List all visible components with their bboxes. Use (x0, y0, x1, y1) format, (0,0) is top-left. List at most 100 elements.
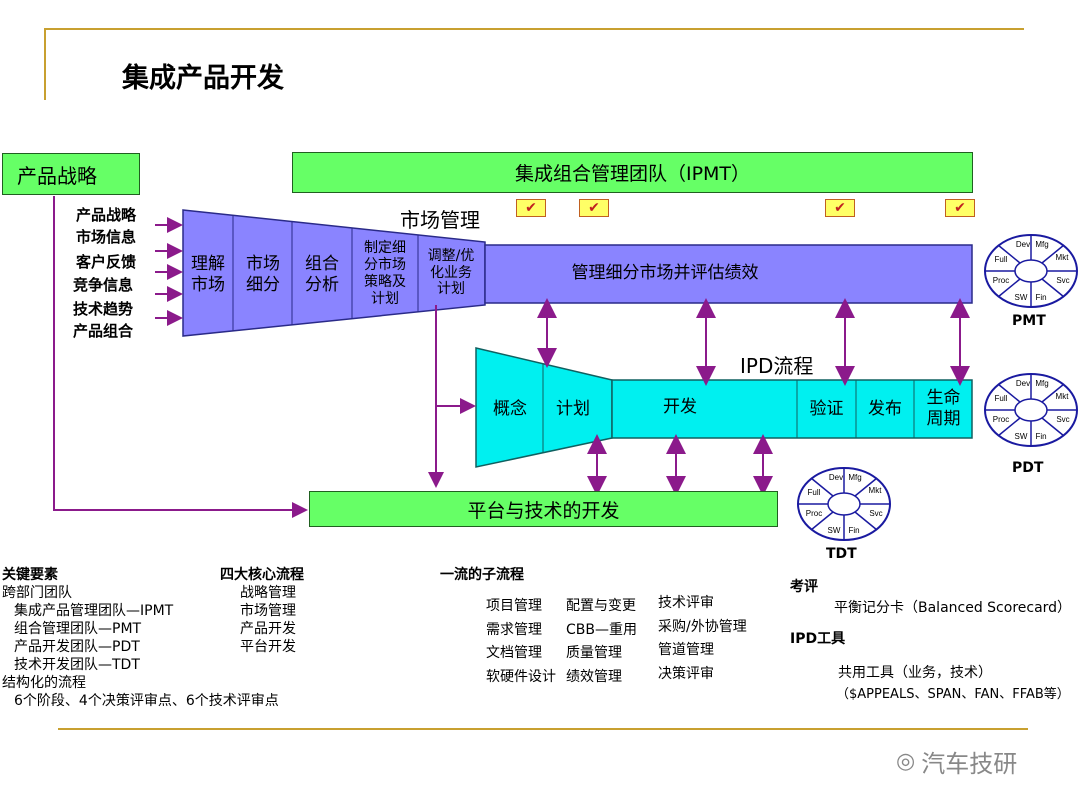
ipd-tools-line: 共用工具（业务，技术） (838, 665, 992, 681)
core-processes-section: 四大核心流程 战略管理 市场管理 产品开发 平台开发 (220, 566, 304, 656)
sub-process-item: 需求管理 (486, 621, 542, 638)
segment-label: Dev (829, 473, 843, 482)
left-rule (44, 28, 46, 100)
input-label: 产品组合 (73, 322, 134, 340)
ipd-step-release: 发布 (868, 399, 902, 420)
segment-label: Full (995, 255, 1008, 264)
ipd-process-label: IPD流程 (740, 354, 814, 378)
segment-label: SW (828, 526, 841, 535)
key-elements-line: 6个阶段、4个决策评审点、6个技术评审点 (14, 693, 279, 709)
market-step-optimize: 调整/优 化业务 计划 (427, 247, 475, 298)
market-step-portfolio: 组合 分析 (305, 253, 339, 295)
key-elements-section: 关键要素 跨部门团队 集成产品管理团队—IPMT 组合管理团队—PMT 产品开发… (2, 566, 279, 710)
wechat-icon: ◎ (896, 749, 916, 774)
product-strategy-box: 产品战略 (2, 153, 140, 195)
segment-label: Dev (1016, 379, 1030, 388)
key-elements-line: 产品开发团队—PDT (14, 639, 140, 655)
sub-process-item: 质量管理 (566, 645, 622, 661)
sub-process-item: CBB—重用 (566, 621, 637, 638)
input-label: 竞争信息 (73, 276, 134, 294)
segment-label: Svc (1056, 276, 1069, 285)
segment-label: Fin (1035, 293, 1046, 302)
input-label: 产品战略 (76, 206, 137, 224)
ipd-tools-line: （$APPEALS、SPAN、FAN、FFAB等） (836, 687, 1070, 702)
input-label: 技术趋势 (73, 300, 134, 318)
segment-label: Svc (869, 509, 882, 518)
sub-process-item: 配置与变更 (566, 598, 636, 614)
ipd-step-plan: 计划 (556, 399, 590, 420)
core-processes-heading: 四大核心流程 (220, 567, 304, 583)
decision-check-2: ✔ (579, 199, 609, 217)
sub-process-item: 管道管理 (658, 642, 714, 658)
key-elements-line: 技术开发团队—TDT (14, 657, 140, 673)
key-elements-line: 结构化的流程 (2, 675, 86, 691)
segment-label: Dev (1016, 240, 1030, 249)
segment-label: Proc (993, 276, 1009, 285)
pdt-label: PDT (1012, 460, 1044, 476)
sub-process-item: 决策评审 (658, 665, 714, 682)
sub-processes-col2: 配置与变更 CBB—重用 质量管理 绩效管理 (566, 595, 637, 689)
page-title: 集成产品开发 (122, 63, 284, 94)
segment-label: Proc (993, 415, 1009, 424)
segment-label: Mkt (1056, 392, 1070, 401)
pdt-wheel-icon: Dev Mfg Mkt Svc Fin SW Proc Full (984, 373, 1078, 447)
segment-label: Mfg (1035, 240, 1048, 249)
ipd-step-lifecycle: 生命 周期 (926, 387, 961, 429)
sub-processes-col3: 技术评审 采购/外协管理 管道管理 决策评审 (658, 592, 747, 686)
key-elements-line: 组合管理团队—PMT (14, 621, 142, 637)
ipd-step-develop: 开发 (663, 397, 697, 418)
pmt-label: PMT (1012, 313, 1046, 329)
input-label: 市场信息 (76, 228, 137, 246)
decision-check-1: ✔ (516, 199, 546, 217)
segment-label: Svc (1056, 415, 1069, 424)
tdt-label: TDT (826, 546, 857, 562)
decision-check-4: ✔ (945, 199, 975, 217)
evaluation-heading: 考评 (790, 579, 818, 595)
core-process-item: 市场管理 (240, 603, 296, 619)
key-elements-line: 跨部门团队 (2, 585, 72, 601)
ipd-step-verify: 验证 (809, 399, 844, 420)
market-funnel (182, 209, 486, 337)
sub-process-item: 项目管理 (486, 598, 542, 614)
key-elements-line: 集成产品管理团队—IPMT (14, 603, 174, 619)
ipd-tools-heading: IPD工具 (790, 631, 846, 647)
sub-process-item: 技术评审 (658, 595, 714, 611)
input-label: 客户反馈 (76, 253, 137, 271)
market-mgmt-label: 市场管理 (400, 208, 480, 232)
top-rule (44, 28, 1024, 30)
watermark: ◎ 汽车技研 (896, 744, 1017, 779)
sub-process-item: 软硬件设计 (486, 668, 556, 685)
sub-process-item: 采购/外协管理 (658, 618, 747, 635)
segment-label: SW (1015, 432, 1028, 441)
decision-check-3: ✔ (825, 199, 855, 217)
market-step-understand: 理解 市场 (191, 253, 225, 295)
market-step-segment: 市场 细分 (246, 253, 280, 295)
bottom-rule (58, 728, 1028, 730)
market-band-label: 管理细分市场并评估绩效 (571, 263, 759, 284)
segment-label: SW (1015, 293, 1028, 302)
segment-label: Full (995, 394, 1008, 403)
sub-process-item: 绩效管理 (566, 668, 622, 685)
core-process-item: 战略管理 (240, 585, 296, 601)
segment-label: Fin (848, 526, 859, 535)
sub-processes-col1: 项目管理 需求管理 文档管理 软硬件设计 (486, 595, 556, 689)
core-process-item: 平台开发 (240, 639, 296, 655)
platform-tech-box: 平台与技术的开发 (309, 491, 778, 527)
market-band (484, 244, 973, 304)
segment-label: Full (808, 488, 821, 497)
core-process-item: 产品开发 (240, 621, 296, 637)
tdt-wheel-icon: Dev Mfg Mkt Svc Fin SW Proc Full (797, 467, 891, 541)
segment-label: Mfg (848, 473, 861, 482)
watermark-text: 汽车技研 (921, 750, 1018, 778)
sub-processes-heading: 一流的子流程 (440, 567, 524, 583)
evaluation-line: 平衡记分卡（Balanced Scorecard） (834, 600, 1072, 616)
segment-label: Mkt (1056, 253, 1070, 262)
sub-process-item: 文档管理 (486, 645, 542, 661)
pmt-wheel-icon: Dev Mfg Mkt Svc Fin SW Proc Full (984, 234, 1078, 308)
segment-label: Mkt (869, 486, 883, 495)
ipd-step-concept: 概念 (493, 399, 527, 420)
segment-label: Fin (1035, 432, 1046, 441)
segment-label: Mfg (1035, 379, 1048, 388)
market-step-strategy: 制定细 分市场 策略及 计划 (364, 240, 406, 307)
